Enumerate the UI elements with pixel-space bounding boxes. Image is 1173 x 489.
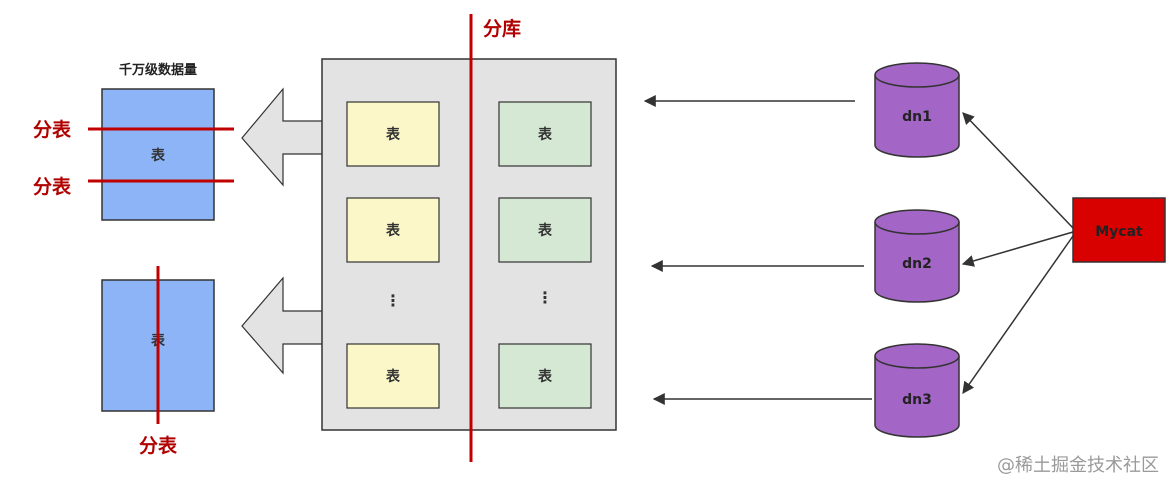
yellow-table-1: [346, 101, 440, 167]
big-arrow-upper: [241, 87, 333, 187]
green-table-3-label: 表: [537, 368, 553, 385]
big-arrow-lower: [241, 276, 333, 375]
yellow-table-1-label: 表: [385, 126, 401, 143]
shard-table-label-1: 分表: [33, 118, 72, 141]
green-table-2: [498, 197, 592, 263]
mycat-box: [1072, 197, 1166, 263]
shard-db-label: 分库: [483, 17, 521, 40]
arrow-mycat-to-dn3: [962, 235, 1074, 394]
yellow-table-2: [346, 197, 440, 263]
data-node-dn2-label: dn2: [902, 256, 932, 272]
yellow-ellipsis: ⋮: [385, 291, 401, 310]
blue-table-horizontal-label: 表: [150, 147, 166, 164]
green-ellipsis: ⋮: [537, 288, 553, 307]
green-table-1: [498, 101, 592, 167]
blue-table-horizontal: [101, 88, 215, 221]
data-node-dn3-label: dn3: [902, 392, 932, 408]
data-node-dn1: dn1: [874, 62, 960, 158]
watermark: @稀土掘金技术社区: [997, 455, 1159, 476]
data-node-dn2: dn2: [874, 209, 960, 303]
yellow-table-3-label: 表: [385, 368, 401, 385]
shard-table-label-2: 分表: [33, 175, 72, 198]
yellow-table-3: [346, 343, 440, 409]
data-node-dn1-label: dn1: [902, 109, 932, 125]
arrow-mycat-to-dn1: [962, 112, 1074, 229]
mycat-label: Mycat: [1095, 224, 1143, 240]
data-node-dn3: dn3: [874, 343, 960, 438]
green-table-3: [498, 343, 592, 409]
arrow-mycat-to-dn2: [961, 231, 1074, 267]
shard-table-label-3: 分表: [139, 434, 178, 457]
top-table-caption: 千万级数据量: [119, 62, 197, 78]
green-table-2-label: 表: [537, 222, 553, 239]
yellow-table-2-label: 表: [385, 222, 401, 239]
green-table-1-label: 表: [537, 126, 553, 143]
